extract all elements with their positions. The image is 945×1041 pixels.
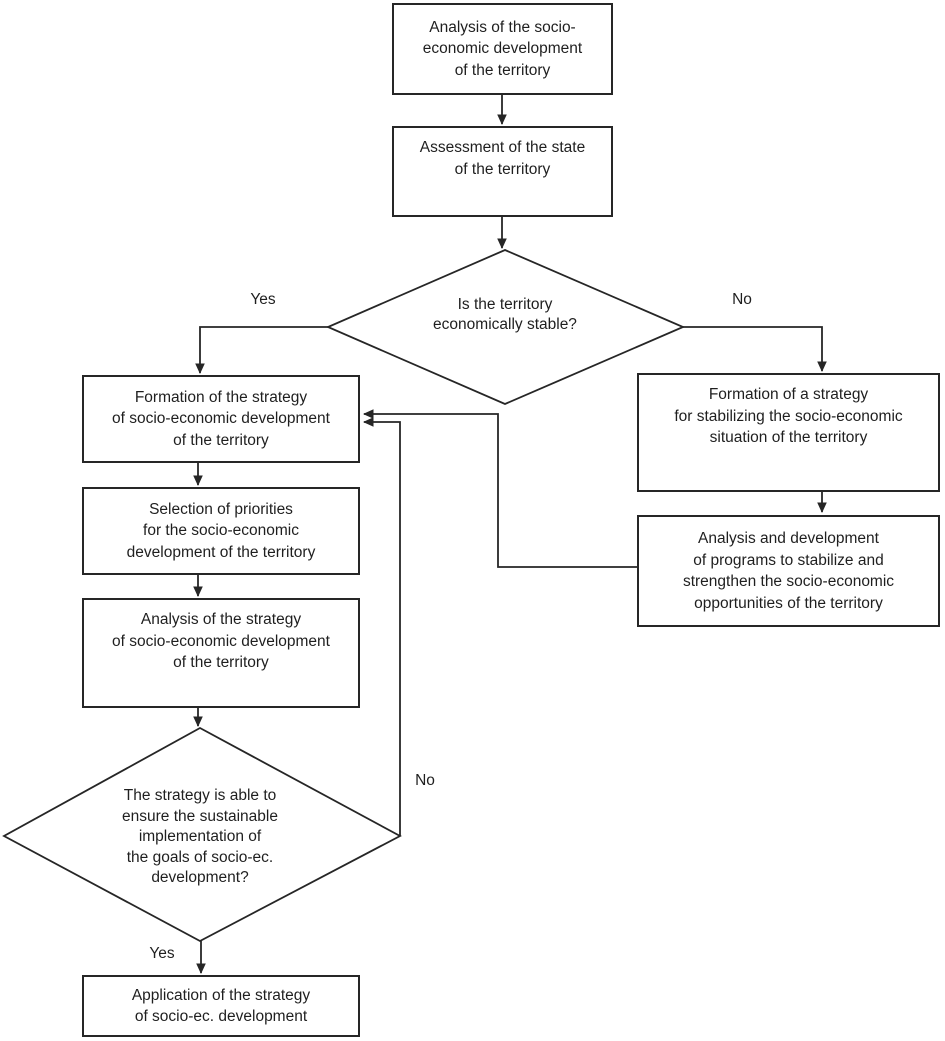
node-formation-stabilizing: Formation of a strategy for stabilizing …	[637, 373, 940, 492]
node-application-strategy: Application of the strategy of socio-ec.…	[82, 975, 360, 1037]
node-formation-strategy: Formation of the strategy of socio-econo…	[82, 375, 360, 463]
node-selection-priorities: Selection of priorities for the socio-ec…	[82, 487, 360, 575]
edge-decision-yes-to-formation	[195, 326, 328, 374]
edge-label-sustainable-no: No	[415, 772, 435, 789]
edge-programs-feedback-to-formation	[363, 409, 637, 568]
node-analysis-development: Analysis of the socio- economic developm…	[392, 3, 613, 95]
node-label: Analysis and development of programs to …	[682, 530, 895, 612]
node-label: Formation of a strategy for stabilizing …	[674, 386, 903, 446]
node-label: Assessment of the state of the territory	[419, 139, 586, 178]
edge-label-sustainable-yes: Yes	[149, 945, 175, 962]
node-label: Analysis of the strategy of socio-econom…	[112, 611, 330, 671]
decision-diamond-stability	[325, 249, 686, 405]
edge-label-stable-no: No	[732, 291, 752, 308]
node-analysis-programs: Analysis and development of programs to …	[637, 515, 940, 627]
node-label: Selection of priorities for the socio-ec…	[126, 500, 316, 561]
edge-decision-no-to-stabilizing	[683, 326, 827, 372]
edge-label-stable-yes: Yes	[250, 291, 276, 308]
edge-decision2-no-to-formation	[363, 417, 401, 836]
node-label: Formation of the strategy of socio-econo…	[112, 388, 330, 449]
node-label: Application of the strategy of socio-ec.…	[131, 986, 311, 1026]
node-assessment-state: Assessment of the state of the territory	[392, 126, 613, 217]
node-label: Analysis of the socio- economic developm…	[422, 18, 583, 79]
node-analysis-strategy: Analysis of the strategy of socio-econom…	[82, 598, 360, 708]
decision-diamond-sustainability	[2, 726, 402, 943]
